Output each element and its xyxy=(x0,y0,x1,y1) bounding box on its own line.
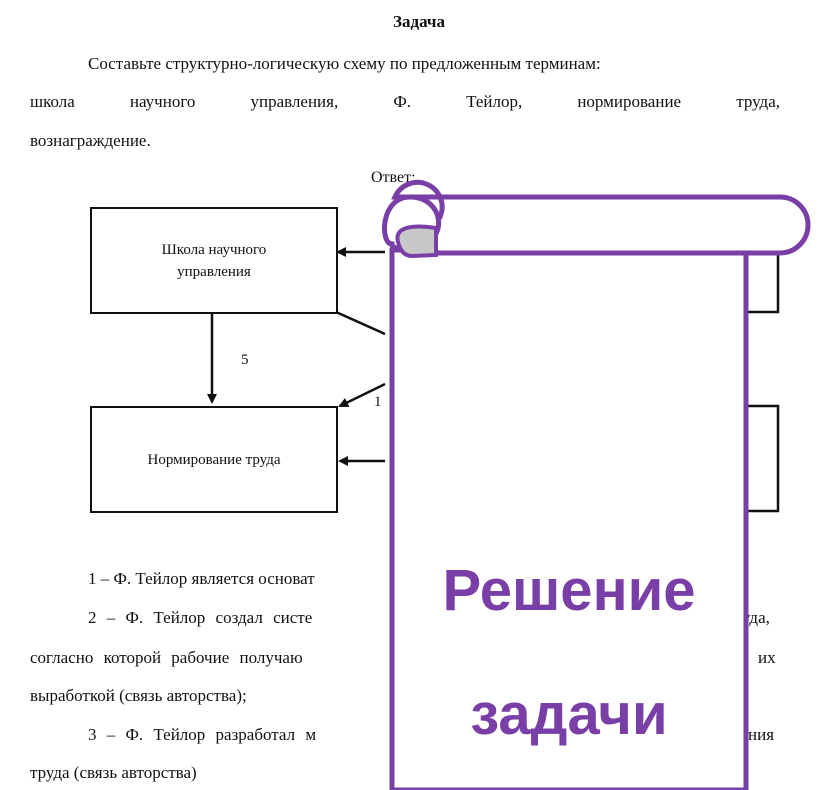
intro-word: школа xyxy=(30,92,75,111)
intro-word: научного xyxy=(129,92,196,111)
line-school-diagonal xyxy=(335,310,386,336)
intro-word: Ф. xyxy=(393,92,411,111)
intro-word: нормирование xyxy=(577,92,682,111)
task-title: Задача xyxy=(393,12,445,31)
task-intro-line2: школа научного управления, Ф. Тейлор, но… xyxy=(30,92,780,112)
explanation-3-line2: труда (связь авторства) xyxy=(30,763,197,782)
task-intro-line1: Составьте структурно-логическую схему по… xyxy=(88,54,601,73)
banner-title-line1: Решение xyxy=(442,558,696,623)
partial-box-right-top xyxy=(745,254,780,314)
explanation-2-line2a: согласно которой рабочие получаю xyxy=(30,648,303,667)
partial-box-right-bottom xyxy=(745,404,780,513)
arrow-label-1: 1 xyxy=(374,394,382,410)
intro-word: управления, xyxy=(250,92,339,111)
box-labor-rationing: Нормирование труда xyxy=(90,406,338,513)
explanation-2-line2b: их xyxy=(758,648,776,667)
explanation-2-line3: выработкой (связь авторства); xyxy=(30,686,247,705)
intro-word: труда, xyxy=(736,92,780,111)
explanation-1: 1 – Ф. Тейлор является основат xyxy=(88,569,315,588)
answer-label: Ответ: xyxy=(371,169,416,186)
box-school-label: Школа научного управления xyxy=(161,241,267,280)
box-school-of-scientific-management: Школа научного управления xyxy=(90,207,338,314)
banner-title-line2: задачи xyxy=(470,682,668,747)
arrow-diagonal-into-norm xyxy=(338,382,386,408)
scroll-curl-icon xyxy=(395,224,438,259)
intro-word: Тейлор, xyxy=(466,92,523,111)
task-intro-line3: вознаграждение. xyxy=(30,131,151,150)
explanation-3-line1b: ния xyxy=(748,725,775,744)
arrow-label-5: 5 xyxy=(241,352,249,368)
box-norm-label: Нормирование труда xyxy=(147,451,281,468)
explanation-2-line1b: уда, xyxy=(742,608,770,627)
explanation-3-line1a: 3 – Ф. Тейлор разработал м xyxy=(88,725,317,744)
explanation-2-line1a: 2 – Ф. Тейлор создал систе xyxy=(88,608,313,627)
